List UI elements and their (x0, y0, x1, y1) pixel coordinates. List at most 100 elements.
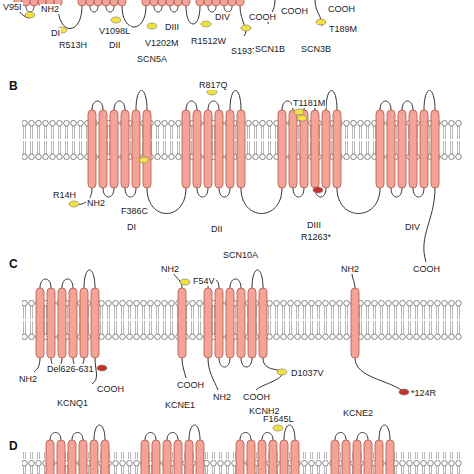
channel-label: NH2 (18, 374, 38, 384)
channel-label: V1098L (98, 26, 131, 36)
loop-line (122, 6, 146, 27)
loop-line (145, 433, 156, 441)
helix-segment (237, 110, 245, 188)
channel-label: R1263* (300, 232, 332, 242)
channel-label: R513H (58, 40, 88, 50)
helix-segment (311, 110, 319, 188)
helix-segment (150, 0, 158, 6)
loop-line (167, 433, 178, 441)
mutation-mark (277, 369, 287, 375)
mutation-mark (316, 19, 326, 25)
helix-segment (78, 0, 86, 6)
loop-line (219, 188, 230, 197)
loop-line (170, 6, 178, 12)
channel-label: V1202M (144, 38, 180, 48)
loop-line (230, 279, 241, 288)
channel-label: T1181M (292, 98, 326, 108)
channel-label: SCN5A (136, 54, 168, 64)
loop-line (62, 279, 73, 288)
loop-line (186, 101, 197, 110)
helix-segment (132, 110, 140, 188)
channel-label: R1512W (190, 36, 227, 46)
helix-segment (152, 440, 160, 474)
mutation-mark (111, 17, 121, 23)
loop-line (379, 425, 390, 440)
helix-segment (353, 440, 361, 474)
helix-segment (278, 110, 286, 188)
channel-label: NH2 (40, 4, 60, 14)
helix-segment (141, 440, 149, 474)
helix-segment (91, 288, 99, 358)
loop-line (355, 358, 404, 392)
helix-segment (90, 440, 98, 474)
channel-label: COOH (248, 12, 277, 22)
helix-segment (88, 110, 96, 188)
loop-line (357, 433, 368, 441)
helix-segment (220, 0, 228, 6)
mutation-mark (139, 157, 149, 163)
helix-segment (331, 440, 339, 474)
channel-label: COOH (176, 380, 205, 390)
loop-line (103, 188, 114, 197)
mutation-mark (201, 21, 211, 27)
loop-line (252, 270, 263, 288)
mutation-mark (399, 389, 409, 395)
helix-segment (280, 440, 288, 474)
mutation-mark (273, 425, 283, 431)
loop-line (284, 425, 295, 440)
loop-line (402, 101, 413, 110)
loops (18, 0, 435, 474)
helix-segment (300, 110, 308, 188)
loop-line (94, 425, 105, 440)
channel-label: DIV (214, 12, 231, 22)
channel-label: F54V (192, 276, 216, 286)
helix-segment (57, 440, 65, 474)
channel-label: R14H (52, 190, 77, 200)
loop-line (147, 188, 186, 214)
helix-segment (398, 110, 406, 188)
channel-label: DII (210, 224, 224, 234)
channel-label: D1037V (290, 368, 325, 378)
loop-line (241, 358, 252, 367)
helix-segment (204, 0, 212, 6)
helix-segment (185, 440, 193, 474)
helix-segment (376, 110, 384, 188)
helix-segment (80, 288, 88, 358)
channel-label: NH2 (212, 392, 232, 402)
channel-label: SCN3B (300, 44, 332, 54)
loop-line (380, 101, 391, 110)
loop-line (84, 270, 95, 288)
loop-line (125, 188, 136, 197)
channel-label: DIII (306, 220, 322, 230)
helix-segment (351, 288, 359, 358)
loop-line (106, 6, 114, 12)
channel-label: F1645L (262, 414, 295, 424)
helix-segment (236, 0, 244, 6)
channel-label: SCN1B (254, 44, 286, 54)
helix-segment (158, 0, 166, 6)
helix-segment (178, 288, 186, 358)
helix-segment (196, 0, 204, 6)
channel-label: COOH (327, 4, 356, 14)
loop-line (189, 425, 200, 440)
mutation-mark (25, 12, 35, 18)
helix-segment (174, 440, 182, 474)
helix-segment (174, 0, 182, 6)
channel-label: NH2 (160, 264, 180, 274)
panel-letter: B (8, 80, 19, 93)
loop-line (391, 188, 402, 197)
helix-segment (386, 440, 394, 474)
helix-segment (182, 0, 190, 6)
channel-label: KCNQ1 (56, 398, 89, 408)
loop-line (240, 433, 251, 441)
helix-segment (196, 440, 204, 474)
mutation-mark (69, 201, 79, 207)
helix-segment (142, 0, 150, 6)
loop-line (326, 91, 337, 111)
channel-label: NH2 (86, 198, 106, 208)
channel-label: V95I (2, 2, 23, 12)
helix-segment (86, 0, 94, 6)
channel-label: DIII (164, 22, 180, 32)
helix-segment (110, 110, 118, 188)
helix-segment (215, 288, 223, 358)
